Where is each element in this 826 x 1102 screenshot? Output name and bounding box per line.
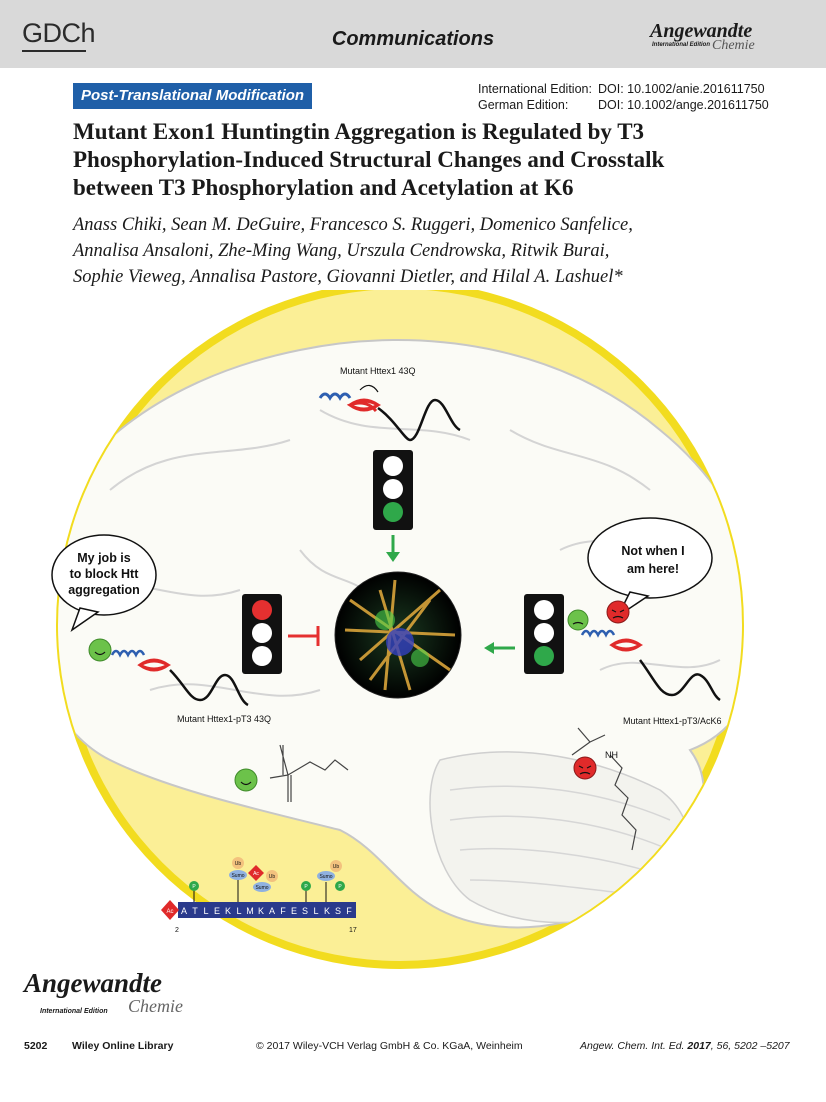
- toc-graphic: Mutant Httex1 43Q My job is to block Htt…: [51, 290, 744, 969]
- copyright: © 2017 Wiley-VCH Verlag GmbH & Co. KGaA,…: [256, 1040, 523, 1052]
- journal-logo-chemie: Chemie: [712, 38, 755, 53]
- title-line: between T3 Phosphorylation and Acetylati…: [73, 175, 574, 200]
- phospho-label: P: [338, 884, 342, 890]
- ac-diamond: [248, 865, 264, 881]
- sequence-residue: S: [335, 906, 341, 916]
- sumo-mark: [229, 870, 247, 880]
- bubble-right-line: am here!: [627, 562, 679, 576]
- bottom-logo-chemie: Chemie: [128, 996, 183, 1016]
- bottom-journal-logo: Angewandte: [24, 968, 163, 998]
- sequence-bar: [178, 902, 356, 918]
- traffic-light-right: [524, 594, 564, 674]
- speech-bubble-right: Not when I am here!: [587, 517, 713, 619]
- protein-top: [318, 384, 461, 442]
- author-line: Anass Chiki, Sean M. DeGuire, Francesco …: [73, 215, 633, 235]
- journal-logo-sub: International Edition: [652, 42, 710, 48]
- sequence-residue: K: [324, 906, 330, 916]
- sumo-label: Sumo: [319, 874, 332, 880]
- sequence-residue: K: [258, 906, 264, 916]
- arrow-top-head: [386, 552, 400, 562]
- sumo-mark: [253, 882, 271, 892]
- microscopy-image: [334, 571, 462, 699]
- sequence-residue: M: [246, 906, 254, 916]
- phospho-mark: [189, 881, 199, 891]
- page-number: 5202: [24, 1040, 48, 1052]
- ub-mark: [266, 870, 278, 882]
- arrow-right-head: [484, 642, 494, 654]
- sumo-label: Sumo: [255, 885, 268, 891]
- doi-german-label: German Edition:: [478, 98, 569, 112]
- protein-right: [567, 600, 721, 702]
- seq-end: 17: [349, 927, 357, 934]
- bubble-right-line: Not when I: [621, 544, 684, 558]
- sequence-residue: E: [214, 906, 220, 916]
- gdch-logo-underline: [22, 50, 86, 52]
- online-library: Wiley Online Library: [72, 1040, 174, 1052]
- sequence-residue: T: [192, 906, 198, 916]
- sumo-label: Sumo: [231, 873, 244, 879]
- label-right: Mutant Httex1-pT3/AcK6: [623, 716, 722, 726]
- journal-logo: Angewandte: [650, 20, 753, 42]
- protein-left: [88, 638, 249, 707]
- phospho-mark: [301, 881, 311, 891]
- bottom-logo-sub: International Edition: [40, 1008, 108, 1015]
- bubble-left-line: to block Htt: [70, 567, 140, 581]
- header-bar: [0, 0, 826, 68]
- nh-label: NH: [605, 750, 618, 760]
- citation: Angew. Chem. Int. Ed. 2017, 56, 5202 –52…: [580, 1040, 790, 1052]
- phosphate-structure: [234, 744, 349, 802]
- phospho-label: P: [304, 884, 308, 890]
- author-list: Anass Chiki, Sean M. DeGuire, Francesco …: [73, 212, 793, 290]
- sequence-residue: L: [313, 906, 318, 916]
- ub-mark: [232, 857, 244, 869]
- bubble-left-line: My job is: [77, 551, 131, 565]
- section-heading: Communications: [331, 28, 495, 50]
- sequence-residue: L: [236, 906, 241, 916]
- ub-label: Ub: [333, 864, 340, 870]
- ac-diamond: [161, 900, 179, 920]
- label-left: Mutant Httex1-pT3 43Q: [177, 714, 271, 724]
- sequence-residue: A: [181, 906, 187, 916]
- ub-mark: [330, 860, 342, 872]
- sequence-residue: E: [291, 906, 297, 916]
- doi-international-label: International Edition:: [478, 82, 592, 96]
- citation-journal: Angew. Chem. Int. Ed.: [580, 1040, 685, 1052]
- ac-label: Ac: [166, 909, 173, 915]
- speech-bubble-left: My job is to block Htt aggregation: [51, 534, 157, 632]
- citation-year: 2017: [687, 1040, 711, 1052]
- sequence-residue: F: [280, 906, 286, 916]
- ub-label: Ub: [235, 861, 242, 867]
- sequence-residue: A: [269, 906, 275, 916]
- seq-start: 2: [175, 927, 179, 934]
- label-top: Mutant Httex1 43Q: [340, 366, 416, 376]
- bubble-left-line: aggregation: [68, 583, 140, 597]
- sequence-residue: S: [302, 906, 308, 916]
- traffic-light-left: [242, 594, 282, 674]
- sumo-mark: [317, 871, 335, 881]
- doi-international: DOI: 10.1002/anie.201611750: [598, 82, 765, 96]
- gdch-logo: GDCh: [22, 18, 96, 48]
- phospho-mark: [335, 881, 345, 891]
- citation-volume-pages: , 56, 5202 –5207: [710, 1040, 790, 1052]
- sequence-residue: L: [203, 906, 208, 916]
- ac-label: Ac: [253, 871, 259, 877]
- traffic-light-top: [373, 450, 413, 530]
- sequence-residue: F: [346, 906, 352, 916]
- phospho-label: P: [192, 884, 196, 890]
- author-line: Annalisa Ansaloni, Zhe-Ming Wang, Urszul…: [73, 241, 610, 261]
- title-line: Phosphorylation-Induced Structural Chang…: [73, 147, 665, 172]
- title-line: Mutant Exon1 Huntingtin Aggregation is R…: [73, 119, 645, 144]
- ub-label: Ub: [269, 874, 276, 880]
- acetyl-lysine-structure: NH: [571, 727, 637, 851]
- doi-german: DOI: 10.1002/ange.201611750: [598, 98, 769, 112]
- category-tag: Post-Translational Modification: [73, 83, 313, 109]
- sequence-residue: K: [225, 906, 231, 916]
- author-line: Sophie Vieweg, Annalisa Pastore, Giovann…: [73, 267, 623, 287]
- article-title: Mutant Exon1 Huntingtin Aggregation is R…: [73, 118, 793, 202]
